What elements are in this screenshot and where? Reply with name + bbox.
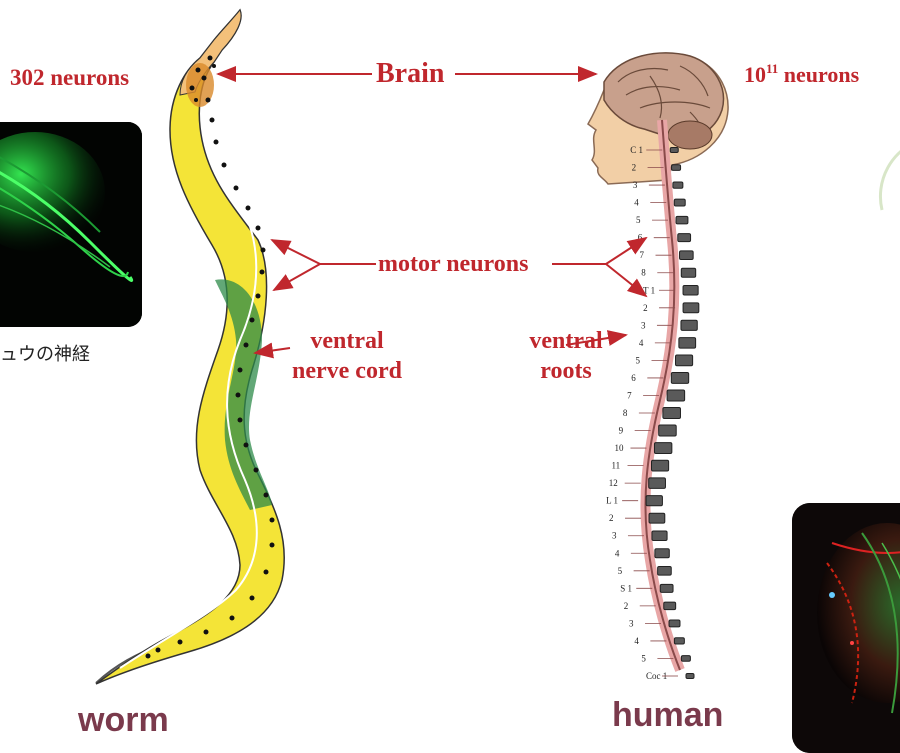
motor-neurons-label: motor neurons: [378, 252, 528, 276]
ventral-nerve-cord-label: ventral nerve cord: [292, 326, 402, 386]
brain-label: Brain: [376, 60, 444, 88]
neuron-count-base: 10: [744, 62, 766, 87]
ventral-roots-line2: roots: [522, 356, 610, 386]
ventral-nerve-cord-line2: nerve cord: [292, 356, 402, 386]
ventral-nerve-cord-line1: ventral: [292, 326, 402, 356]
human-neuron-count: 1011 neurons: [744, 62, 859, 86]
ventral-roots-line1: ventral: [522, 326, 610, 356]
worm-neuron-count: 302 neurons: [10, 66, 129, 89]
human-caption: human: [612, 698, 723, 732]
neuron-count-unit: neurons: [778, 62, 859, 87]
worm-caption: worm: [78, 703, 169, 737]
neuron-count-exponent: 11: [766, 61, 778, 76]
ventral-roots-label: ventral roots: [522, 326, 610, 386]
